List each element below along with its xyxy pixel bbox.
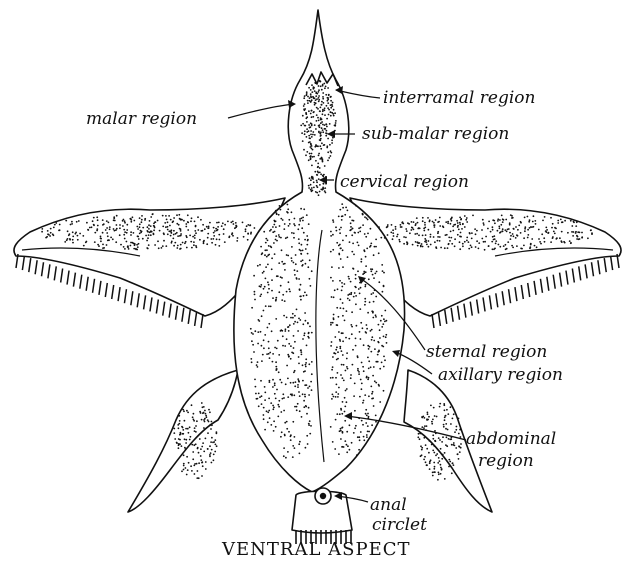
label-cervical-region: cervical region — [340, 172, 469, 192]
left-leg — [128, 370, 238, 512]
label-interramal-region: interramal region — [383, 88, 535, 108]
label-anal: anal — [370, 495, 407, 515]
anal-circlet — [292, 488, 352, 533]
label-abdominal: abdominal — [466, 429, 556, 449]
diagram-title: VENTRAL ASPECT — [221, 539, 410, 560]
label-axillary-region: axillary region — [438, 365, 563, 385]
label-malar-region: malar region — [86, 109, 197, 129]
label-sub-malar-region: sub-malar region — [362, 124, 509, 144]
label-abdominal-region: region — [478, 451, 534, 471]
label-sternal-region: sternal region — [426, 342, 547, 362]
label-anal-circlet: circlet — [372, 515, 427, 535]
